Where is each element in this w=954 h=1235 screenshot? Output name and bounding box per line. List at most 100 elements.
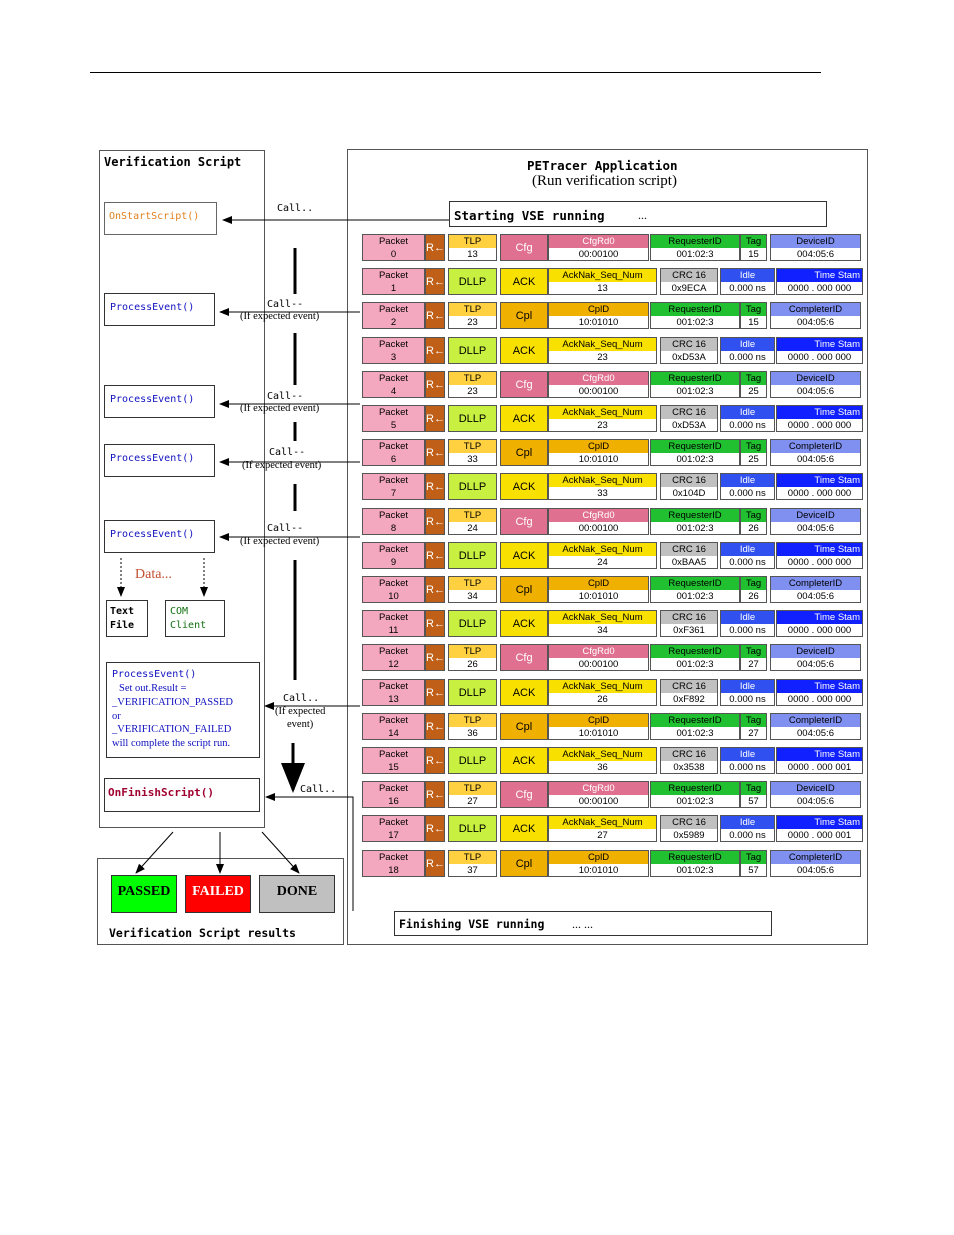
final-process-event-title: ProcessEvent() bbox=[112, 669, 197, 680]
ack-cell: ACK bbox=[500, 610, 548, 637]
dllp-cell: DLLP bbox=[448, 815, 497, 842]
com-client-box: COM Client bbox=[165, 600, 225, 637]
direction-cell: R← bbox=[425, 337, 445, 364]
petracer-title: PETracer Application bbox=[527, 158, 678, 173]
on-start-script-box[interactable]: OnStartScript() bbox=[104, 202, 217, 235]
call-label-2: Call-- bbox=[267, 391, 304, 402]
direction-cell: R← bbox=[425, 268, 445, 295]
call-label-start: Call.. bbox=[277, 203, 314, 214]
process-event-box-4[interactable]: ProcessEvent() bbox=[104, 520, 215, 553]
cpl-type-cell: Cpl bbox=[500, 302, 548, 329]
direction-cell: R← bbox=[425, 610, 445, 637]
dllp-cell: DLLP bbox=[448, 679, 497, 706]
direction-cell: R← bbox=[425, 508, 445, 535]
final-event-line-2: _VERIFICATION_PASSED bbox=[112, 697, 233, 708]
direction-cell: R← bbox=[425, 815, 445, 842]
if-expected-2: (If expected event) bbox=[240, 403, 320, 414]
text-file-label: Text File bbox=[110, 606, 135, 631]
on-finish-script-label: OnFinishScript() bbox=[108, 786, 214, 799]
call-label-4: Call-- bbox=[267, 523, 304, 534]
starting-vse-box: Starting VSE running ... bbox=[449, 201, 827, 227]
final-process-event-box[interactable]: ProcessEvent() Set out.Result = _VERIFIC… bbox=[106, 662, 260, 758]
cfg-type-cell: Cfg bbox=[500, 371, 548, 398]
if-expected-1: (If expected event) bbox=[240, 311, 320, 322]
ack-cell: ACK bbox=[500, 405, 548, 432]
ack-cell: ACK bbox=[500, 747, 548, 774]
call-label-5: Call.. bbox=[283, 693, 320, 704]
process-event-box-1[interactable]: ProcessEvent() bbox=[104, 293, 215, 326]
data-label: Data... bbox=[135, 567, 172, 582]
process-event-box-2[interactable]: ProcessEvent() bbox=[104, 385, 215, 418]
direction-cell: R← bbox=[425, 576, 445, 603]
direction-cell: R← bbox=[425, 371, 445, 398]
direction-cell: R← bbox=[425, 542, 445, 569]
direction-cell: R← bbox=[425, 644, 445, 671]
direction-cell: R← bbox=[425, 473, 445, 500]
results-title: Verification Script results bbox=[109, 926, 296, 940]
cpl-type-cell: Cpl bbox=[500, 850, 548, 877]
cpl-type-cell: Cpl bbox=[500, 576, 548, 603]
process-event-box-3[interactable]: ProcessEvent() bbox=[104, 444, 215, 477]
on-finish-script-box[interactable]: OnFinishScript() bbox=[104, 778, 260, 812]
call-label-finish: Call.. bbox=[300, 784, 337, 795]
ack-cell: ACK bbox=[500, 268, 548, 295]
direction-cell: R← bbox=[425, 781, 445, 808]
call-label-3: Call-- bbox=[269, 447, 306, 458]
process-event-label: ProcessEvent() bbox=[110, 453, 195, 464]
dllp-cell: DLLP bbox=[448, 610, 497, 637]
